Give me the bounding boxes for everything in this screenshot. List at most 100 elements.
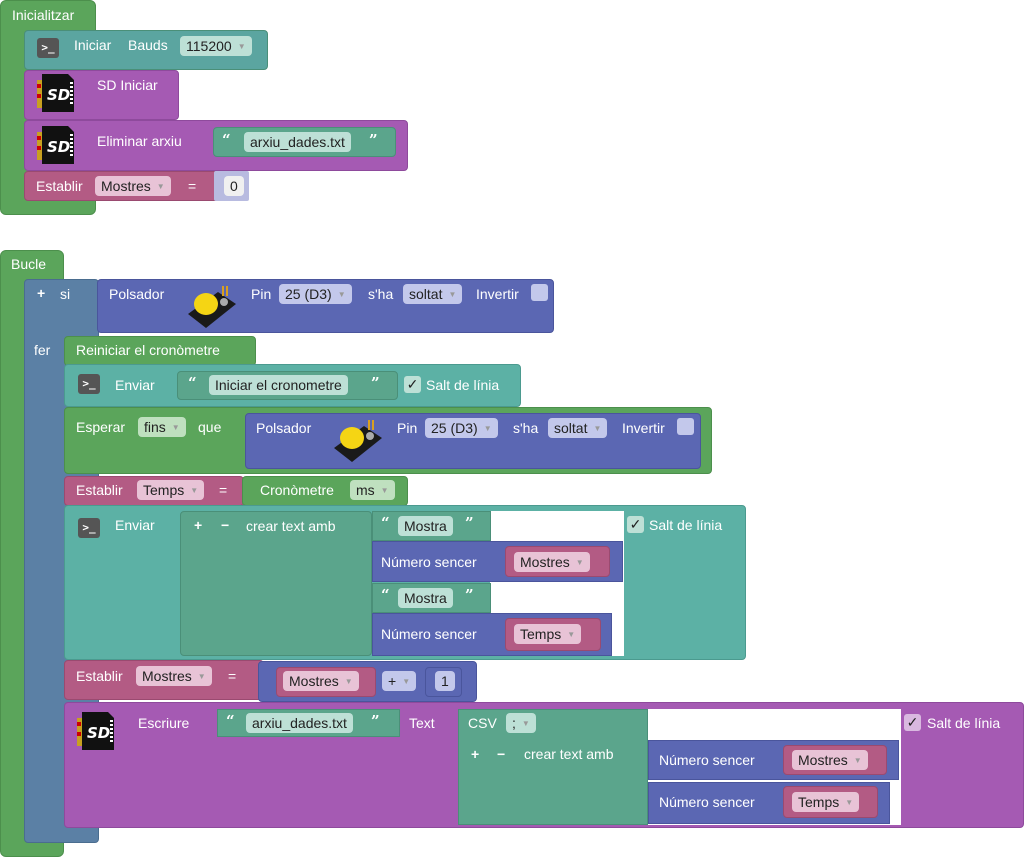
chevron-down-icon: ▼ (567, 630, 576, 640)
delete-file-label: Eliminar arxiu (97, 133, 182, 149)
var-value: Mostres (289, 673, 339, 689)
terminal-icon: >_ (78, 374, 100, 394)
state-label: s'ha (368, 286, 394, 302)
bauds-dropdown[interactable]: 115200 ▼ (180, 36, 252, 56)
equals-label: = (188, 178, 197, 194)
equals-label: = (228, 668, 237, 684)
chevron-down-icon: ▼ (575, 558, 584, 568)
send-label: Enviar (115, 517, 155, 533)
chevron-down-icon: ▼ (197, 672, 206, 682)
newline-checkbox[interactable]: ✓ (904, 714, 921, 731)
invert-label: Invertir (622, 420, 665, 436)
newline-checkbox[interactable]: ✓ (404, 376, 421, 393)
number-field[interactable]: 1 (435, 671, 455, 691)
wait-mode-value: fins (144, 419, 166, 435)
svg-text:SD: SD (47, 86, 70, 104)
push-button-icon (334, 420, 382, 462)
chevron-down-icon: ▼ (337, 290, 346, 300)
open-quote-icon: “ (188, 374, 197, 392)
mutator-minus-button[interactable]: − (221, 517, 230, 533)
pin-dropdown[interactable]: 25 (D3)▼ (425, 418, 498, 438)
invert-checkbox[interactable] (531, 284, 548, 301)
if-plus-button[interactable]: + (37, 285, 46, 301)
open-quote-icon: “ (381, 586, 390, 604)
terminal-icon: >_ (37, 38, 59, 58)
sd-card-icon: SD (37, 126, 74, 164)
open-quote-icon: “ (222, 131, 231, 149)
write-label: Escriure (138, 715, 190, 731)
push-button-icon (188, 286, 236, 328)
filename-field[interactable]: arxiu_dades.txt (246, 713, 353, 733)
state-dropdown[interactable]: soltat▼ (403, 284, 463, 304)
var-value: Temps (143, 482, 185, 498)
bauds-value: 115200 (186, 38, 232, 54)
filename-field[interactable]: arxiu_dades.txt (244, 132, 351, 152)
pin-dropdown[interactable]: 25 (D3) ▼ (279, 284, 352, 304)
var-dropdown[interactable]: Mostres ▼ (136, 666, 212, 686)
chevron-down-icon: ▼ (448, 290, 457, 300)
var-dropdown[interactable]: Mostres▼ (514, 552, 590, 572)
mutator-minus-button[interactable]: − (497, 746, 506, 762)
chevron-down-icon: ▼ (190, 486, 199, 496)
newline-label: Salt de línia (927, 715, 1001, 731)
number-field[interactable]: 0 (224, 176, 244, 196)
var-value: Mostres (142, 668, 192, 684)
state-value: soltat (554, 420, 588, 436)
pin-value: 25 (D3) (285, 286, 332, 302)
set-label: Establir (76, 482, 123, 498)
chevron-down-icon: ▼ (171, 423, 180, 433)
send-text-field[interactable]: Iniciar el cronometre (209, 375, 348, 395)
chevron-down-icon: ▼ (593, 424, 602, 434)
create-text-block[interactable] (180, 511, 372, 656)
sd-init-label: SD Iniciar (97, 77, 158, 93)
reset-timer-label: Reiniciar el cronòmetre (76, 342, 220, 358)
int-label: Número sencer (659, 752, 755, 768)
var-dropdown[interactable]: Mostres ▼ (95, 176, 171, 196)
var-dropdown[interactable]: Mostres▼ (792, 750, 868, 770)
text-item-field[interactable]: Mostra (398, 588, 453, 608)
pin-label: Pin (397, 420, 418, 436)
chevron-down-icon: ▼ (402, 677, 411, 687)
operator-value: + (388, 673, 397, 689)
chevron-down-icon: ▼ (380, 486, 389, 496)
create-text-label: crear text amb (246, 518, 336, 534)
close-quote-icon: ” (465, 514, 474, 532)
var-value: Mostres (101, 178, 151, 194)
newline-checkbox[interactable]: ✓ (627, 516, 644, 533)
mutator-plus-button[interactable]: + (471, 746, 480, 762)
state-label: s'ha (513, 420, 539, 436)
invert-checkbox[interactable] (677, 418, 694, 435)
var-dropdown[interactable]: Mostres ▼ (283, 671, 359, 691)
operator-dropdown[interactable]: +▼ (382, 671, 417, 691)
timer-unit-dropdown[interactable]: ms ▼ (350, 480, 395, 500)
close-quote-icon: ” (369, 131, 378, 149)
close-quote-icon: ” (371, 712, 380, 730)
separator-dropdown[interactable]: ;▼ (506, 713, 536, 733)
chevron-down-icon: ▼ (344, 677, 353, 687)
timer-label: Cronòmetre (260, 482, 334, 498)
wait-mode-dropdown[interactable]: fins ▼ (138, 417, 186, 437)
open-quote-icon: “ (381, 514, 390, 532)
var-dropdown[interactable]: Temps▼ (792, 792, 860, 812)
chevron-down-icon: ▼ (156, 182, 165, 192)
var-dropdown[interactable]: Temps▼ (514, 624, 582, 644)
wait-button-block[interactable] (245, 413, 701, 469)
svg-text:SD: SD (47, 138, 70, 156)
terminal-icon: >_ (78, 518, 100, 538)
send-label: Enviar (115, 377, 155, 393)
int-label: Número sencer (381, 626, 477, 642)
chevron-down-icon: ▼ (237, 42, 246, 52)
mutator-plus-button[interactable]: + (194, 517, 203, 533)
svg-text:SD: SD (87, 724, 110, 742)
chevron-down-icon: ▼ (853, 756, 862, 766)
pin-label: Pin (251, 286, 272, 302)
create-text-label: crear text amb (524, 746, 614, 762)
text-item-field[interactable]: Mostra (398, 516, 453, 536)
set-label: Establir (76, 668, 123, 684)
serial-begin-label: Iniciar (74, 37, 112, 53)
csv-block[interactable] (458, 709, 648, 825)
state-dropdown[interactable]: soltat ▼ (548, 418, 608, 438)
loop-title: Bucle (11, 256, 47, 272)
timer-unit-value: ms (356, 482, 375, 498)
var-dropdown[interactable]: Temps ▼ (137, 480, 205, 500)
